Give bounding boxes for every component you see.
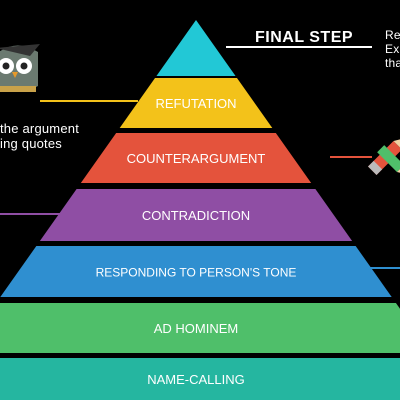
tier-ad-hominem-label: AD HOMINEM bbox=[154, 321, 239, 336]
tier-tone bbox=[0, 246, 392, 297]
tier-final-step bbox=[156, 20, 236, 76]
tier-name-calling-label: NAME-CALLING bbox=[147, 372, 245, 387]
tier-contradiction-label: CONTRADICTION bbox=[142, 208, 250, 223]
left-note-line-1: the argument bbox=[0, 121, 80, 136]
tier-ad-hominem bbox=[0, 303, 400, 353]
tier-refutation-label: REFUTATION bbox=[155, 96, 236, 111]
tier-counterargument-label: COUNTERARGUMENT bbox=[127, 151, 266, 166]
top-right-note-line-2: Ex bbox=[385, 42, 400, 56]
top-right-note-line-3: tha bbox=[385, 56, 400, 70]
left-note-line-2: ing quotes bbox=[0, 136, 62, 151]
tier-name-calling bbox=[0, 358, 400, 400]
tier-refutation bbox=[119, 78, 273, 128]
pencil-icon-green bbox=[377, 145, 400, 175]
top-right-note-line-1: Re bbox=[385, 28, 400, 42]
tier-counterargument bbox=[80, 133, 312, 183]
owl-icon bbox=[0, 44, 40, 92]
pyramid-levels: REFUTATION COUNTERARGUMENT CONTRADICTION RE… bbox=[0, 20, 400, 400]
final-step-label: FINAL STEP bbox=[255, 29, 354, 46]
tier-contradiction bbox=[39, 189, 353, 241]
tier-tone-label: RESPONDING TO PERSON'S TONE bbox=[96, 266, 297, 280]
